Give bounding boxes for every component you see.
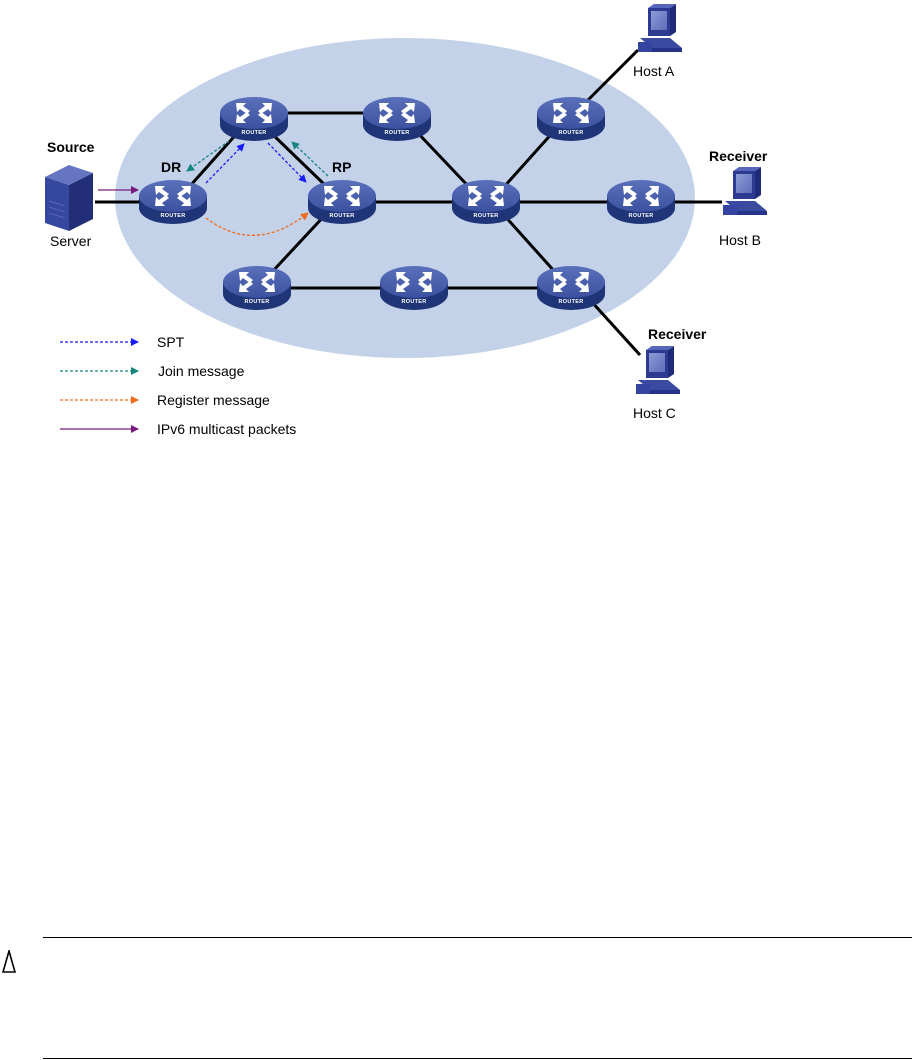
legend-item-multicast: IPv6 multicast packets [60,421,296,437]
link-bottomright-hostc [588,298,642,357]
join-arrow-topleft-to-dr [186,140,230,172]
link-rp-bottomleft [270,212,328,274]
legend-item-join: Join message [60,363,245,379]
legend: SPT Join message Register message IPv6 m… [60,334,296,437]
caution-bottom-rule [43,1058,912,1059]
link-topright-hosta [586,48,640,102]
router-label: ROUTER [384,130,409,136]
rp-label: RP [332,159,351,175]
dr-label: DR [161,159,181,175]
router-label: ROUTER [244,299,269,305]
server-label: Server [50,233,92,249]
network-links [95,48,722,357]
legend-label: SPT [157,334,185,350]
host-b-receiver-label: Receiver [709,148,768,164]
host-a-label: Host A [633,63,675,79]
server-icon [45,165,93,231]
register-arrow-dr-to-rp [205,212,309,236]
router-bottom-right: ROUTER [537,266,605,310]
join-arrow-rp-to-topleft [291,141,329,177]
router-dr: ROUTER [139,180,207,224]
router-label: ROUTER [628,213,653,219]
link-topmid-center [413,128,472,190]
router-center: ROUTER [452,180,520,224]
router-right: ROUTER [607,180,675,224]
router-label: ROUTER [558,130,583,136]
host-c-computer-icon [636,346,680,394]
router-top-left: ROUTER [220,97,288,141]
legend-item-register: Register message [60,392,270,408]
router-label: ROUTER [329,213,354,219]
legend-item-spt: SPT [60,334,185,350]
link-topleft-rp [266,128,328,188]
host-b-computer-icon [723,167,767,215]
router-top-right: ROUTER [537,97,605,141]
legend-label: Register message [157,392,270,408]
router-rp: ROUTER [308,180,376,224]
link-center-topright [501,128,557,190]
link-center-bottomright [501,212,557,274]
spt-arrow-dr-to-topleft [205,143,245,184]
host-b-label: Host B [719,232,761,248]
spt-arrow-topleft-to-rp [267,142,307,183]
flow-arrows [98,140,329,236]
router-label: ROUTER [558,299,583,305]
router-label: ROUTER [473,213,498,219]
legend-label: Join message [158,363,245,379]
router-top-mid: ROUTER [363,97,431,141]
caution-triangle-icon [2,950,16,973]
router-label: ROUTER [241,130,266,136]
caution-top-rule [43,937,912,938]
source-label: Source [47,139,95,155]
host-c-label: Host C [633,405,676,421]
pim-sm-network-diagram: ROUTER ROUTER ROUTER ROUTER ROUTER ROUTE… [45,4,768,437]
router-label: ROUTER [160,213,185,219]
router-bottom-mid: ROUTER [380,266,448,310]
legend-label: IPv6 multicast packets [157,421,296,437]
link-dr-topleft [188,129,242,187]
host-c-receiver-label: Receiver [648,326,707,342]
router-label: ROUTER [401,299,426,305]
host-a-computer-icon [638,4,682,52]
router-bottom-left: ROUTER [223,266,291,310]
